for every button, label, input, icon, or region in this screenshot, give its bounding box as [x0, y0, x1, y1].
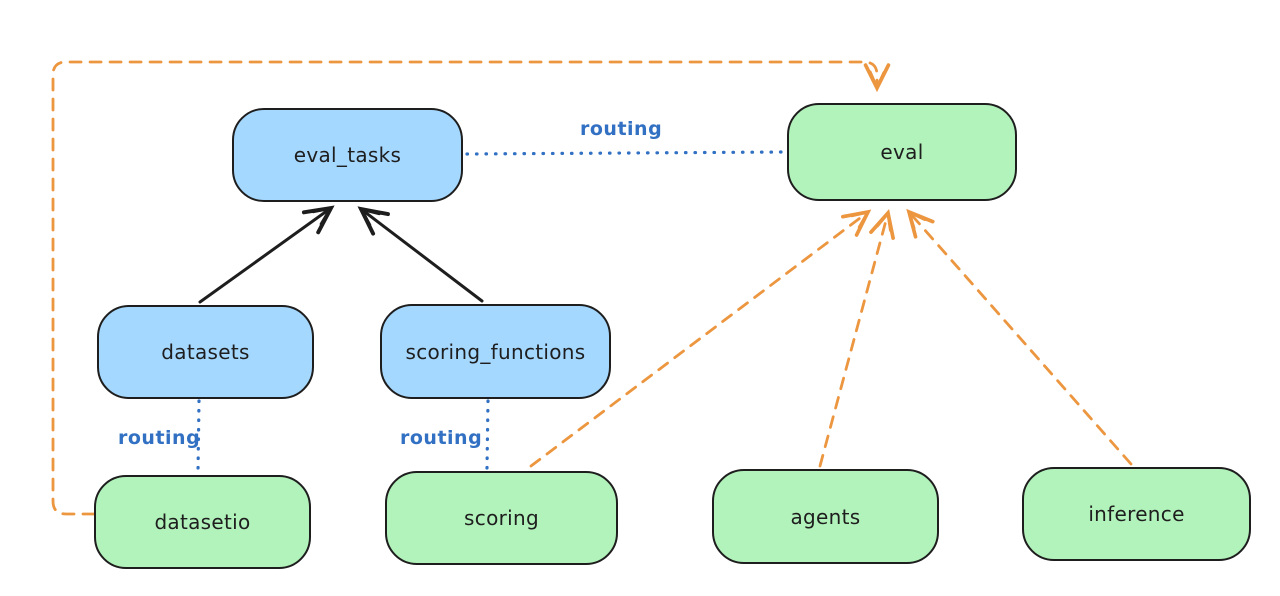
node-datasetio-label: datasetio — [154, 510, 251, 534]
edge-datasetio-eval — [51, 60, 891, 516]
node-eval-label: eval — [880, 140, 924, 164]
routing-label-scoring-functions-scoring: routing — [400, 427, 483, 449]
node-scoring-label: scoring — [464, 506, 539, 530]
edge-datasets-eval-tasks — [198, 205, 335, 304]
node-agents: agents — [712, 466, 939, 564]
node-eval: eval — [787, 100, 1017, 201]
node-datasets-label: datasets — [161, 340, 250, 364]
node-agents-label: agents — [790, 504, 861, 529]
routing-label-datasets-datasetio: routing — [118, 427, 201, 449]
node-inference-label: inference — [1088, 502, 1185, 526]
edge-scoring-eval — [529, 209, 872, 468]
edge-eval-tasks-eval — [465, 150, 787, 156]
node-eval-tasks-label: eval_tasks — [293, 143, 402, 167]
node-eval-tasks: eval_tasks — [232, 105, 463, 202]
node-scoring-functions-label: scoring_functions — [405, 339, 586, 364]
node-datasetio: datasetio — [94, 472, 311, 569]
edge-scoring-functions-scoring — [485, 399, 490, 470]
node-scoring: scoring — [385, 468, 618, 565]
edge-scoring-functions-eval-tasks — [357, 206, 484, 303]
node-datasets: datasets — [97, 302, 314, 399]
routing-label-eval-tasks-eval: routing — [580, 118, 663, 140]
edge-agents-eval — [818, 209, 895, 468]
edge-inference-eval — [906, 208, 1133, 466]
node-inference: inference — [1022, 464, 1251, 561]
node-scoring-functions: scoring_functions — [380, 301, 611, 399]
